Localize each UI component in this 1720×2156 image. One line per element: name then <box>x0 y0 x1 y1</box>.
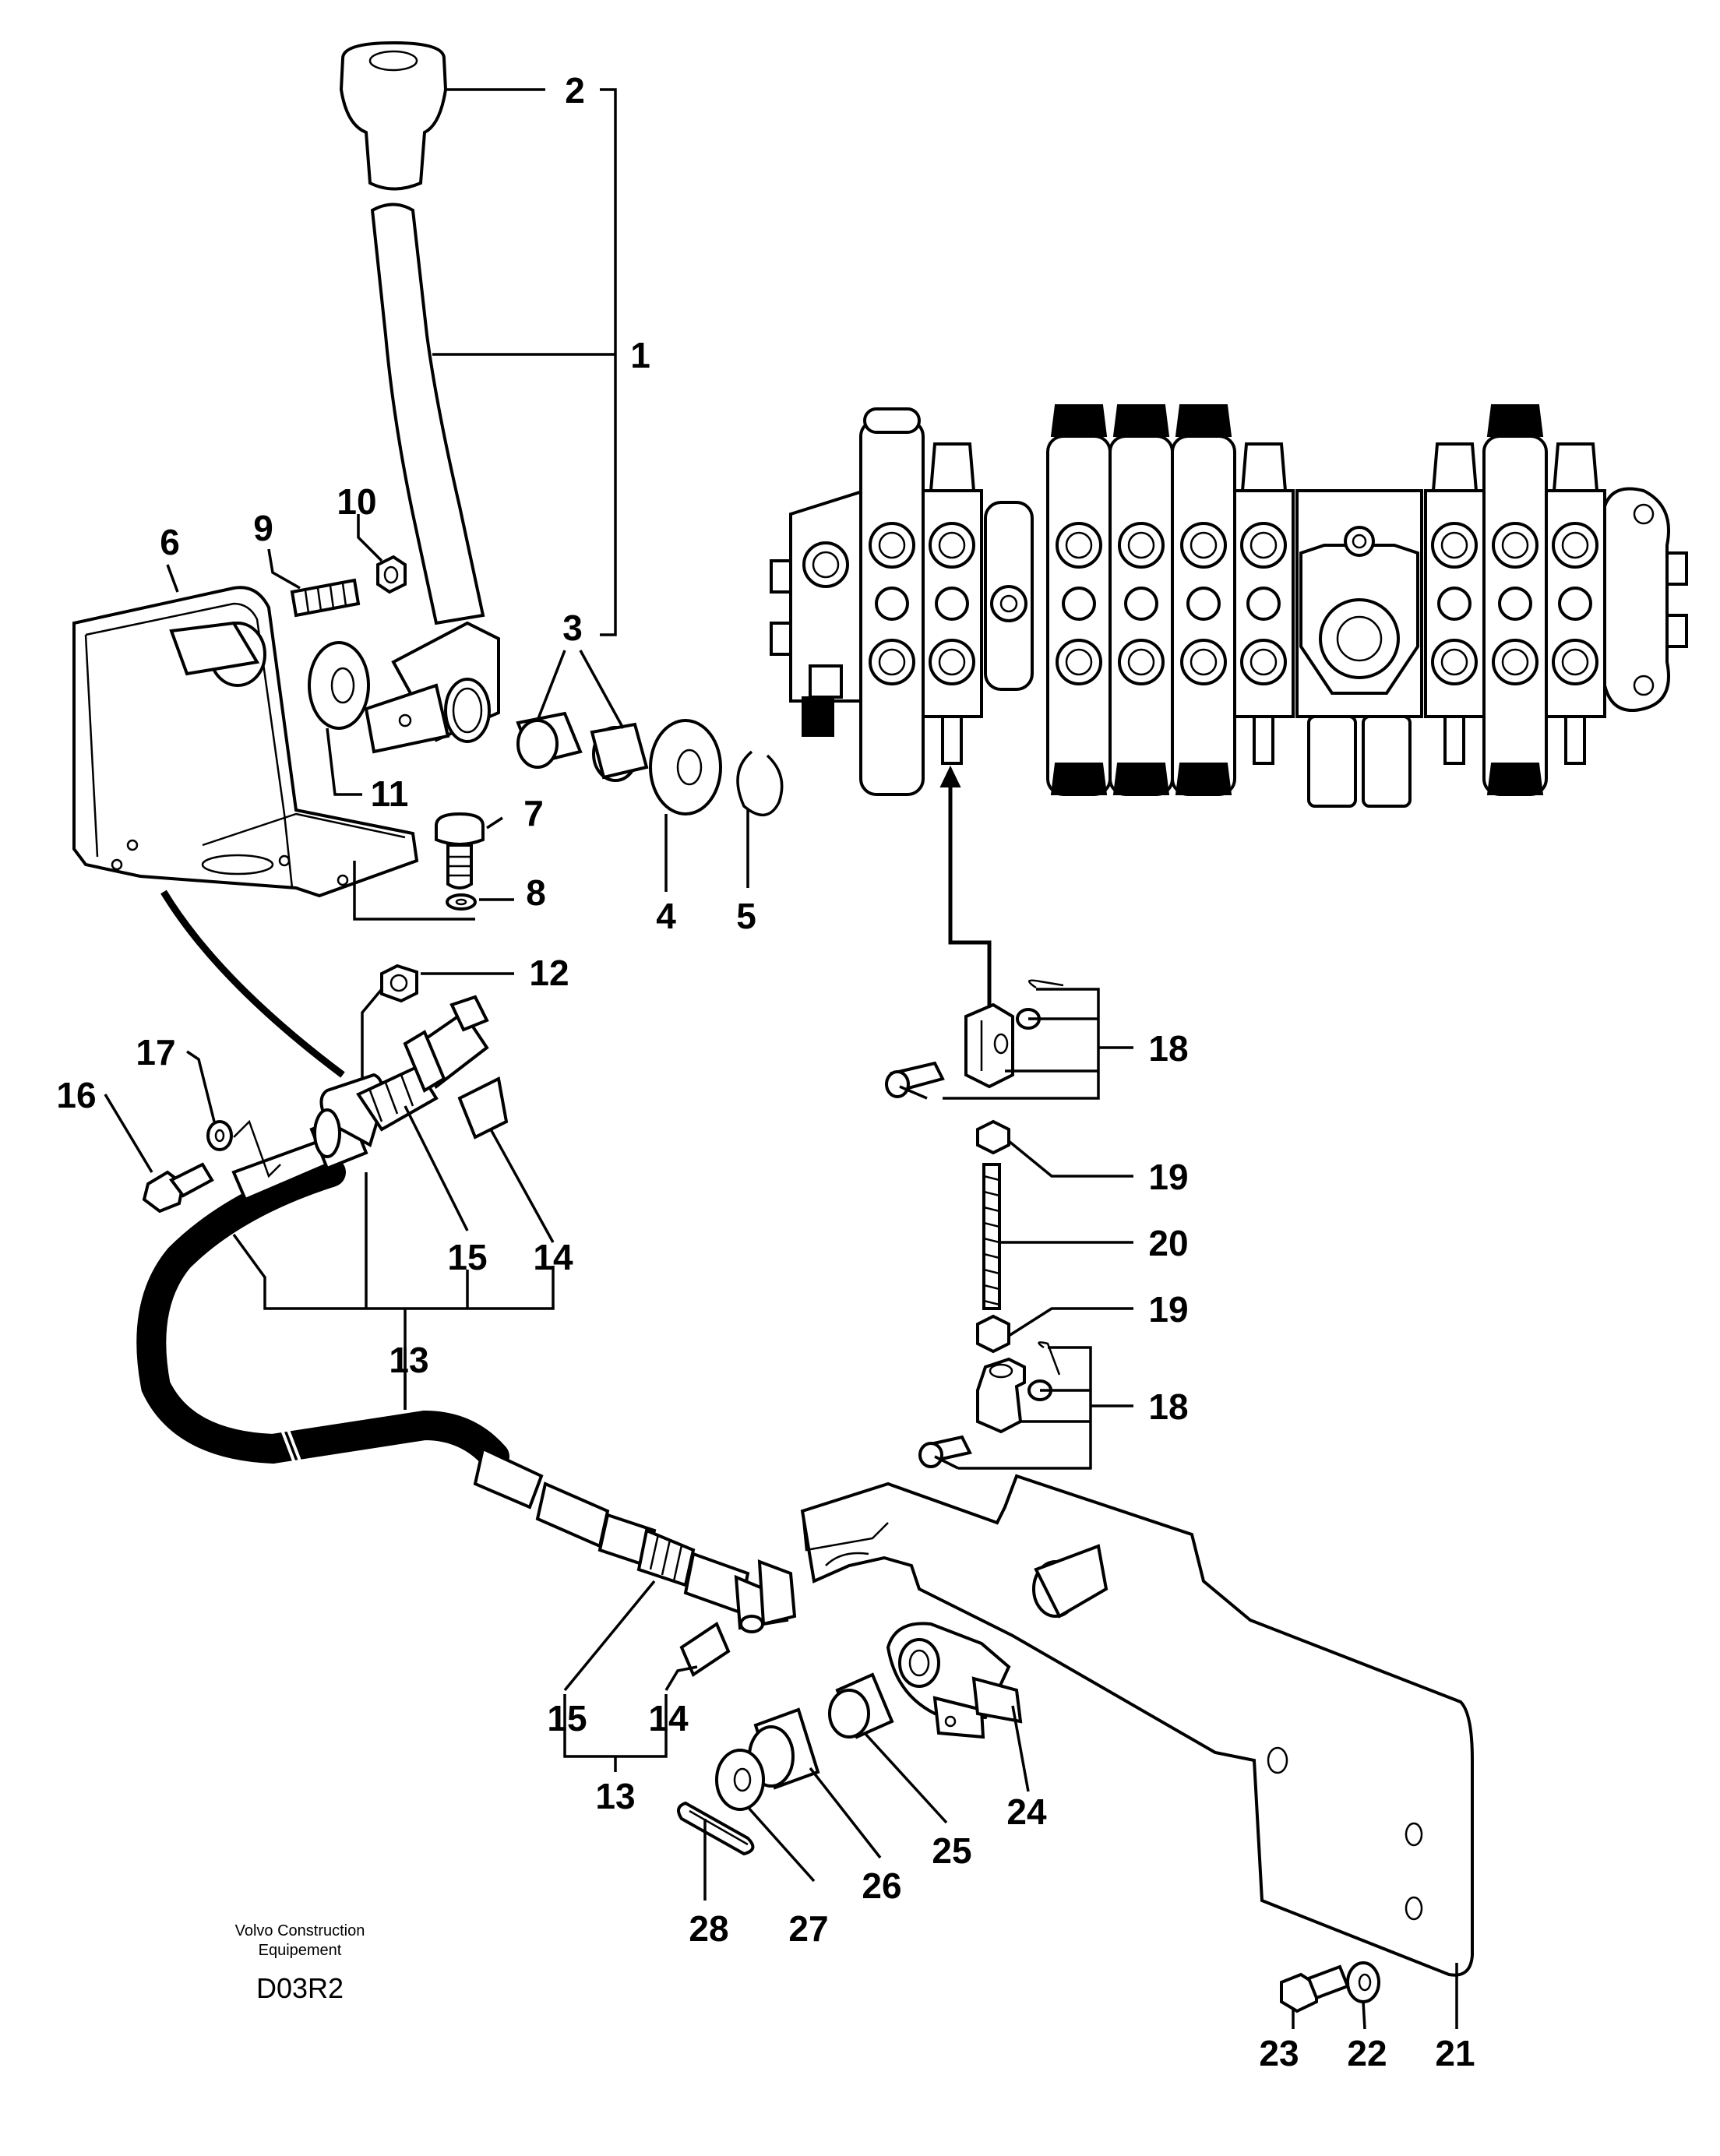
valve-section-4 <box>1108 404 1174 796</box>
washer-part-4 <box>649 719 722 816</box>
threaded-rod-part-20 <box>982 1163 1001 1310</box>
valve-section-7 <box>1424 442 1486 765</box>
valve-section-3 <box>1046 404 1112 796</box>
valve-center-plate <box>984 501 1034 691</box>
valve-inlet-section <box>1295 489 1423 808</box>
callout-13-lower: 13 <box>595 1776 635 1816</box>
drawing-footer: Volvo Construction Equipement D03R2 <box>235 1922 365 2004</box>
split-pin-part-28 <box>677 1801 755 1856</box>
callout-9: 9 <box>253 508 273 548</box>
lever-arm-part-24 <box>886 1622 1023 1739</box>
callout-28: 28 <box>689 1908 728 1949</box>
callout-21: 21 <box>1435 2033 1475 2073</box>
nut-part-19-upper <box>976 1119 1010 1155</box>
bracket-plate-part-21 <box>800 1474 1474 1977</box>
callout-13-upper: 13 <box>389 1340 428 1380</box>
callout-25: 25 <box>932 1830 971 1871</box>
mounting-bracket-part <box>72 586 419 898</box>
drawing-code: D03R2 <box>256 1972 344 2004</box>
bushing-part-25 <box>828 1672 894 1739</box>
callout-23: 23 <box>1259 2033 1299 2073</box>
callout-19-lower: 19 <box>1148 1289 1188 1330</box>
callout-3: 3 <box>562 608 583 648</box>
circlip-part-5 <box>736 750 784 816</box>
valve-section-9 <box>1545 442 1606 765</box>
callout-14-lower: 14 <box>648 1698 689 1739</box>
valve-section-8 <box>1482 404 1548 796</box>
callout-labels: 2 1 3 4 5 6 7 8 9 10 11 12 13 13 14 14 1… <box>56 70 1475 2073</box>
clevis-part-lower <box>918 1341 1061 1468</box>
callout-18-upper: 18 <box>1148 1028 1188 1069</box>
callout-14-upper: 14 <box>533 1237 573 1277</box>
leader-lines <box>104 88 1458 2030</box>
valve-section-2 <box>922 442 983 765</box>
callout-5: 5 <box>736 896 756 936</box>
washer-part-22 <box>1346 1961 1380 2003</box>
callout-15-lower: 15 <box>547 1698 587 1739</box>
bushings-part <box>516 711 649 782</box>
callout-4: 4 <box>656 896 676 936</box>
connection-arrow <box>939 765 992 1009</box>
control-valve-block <box>770 404 1688 808</box>
callout-15-upper: 15 <box>447 1237 487 1277</box>
callout-7: 7 <box>523 793 544 833</box>
washer-part-11 <box>308 641 370 730</box>
mounting-position-line <box>160 890 345 1078</box>
clevis-part-upper <box>885 979 1064 1098</box>
brand-line-2: Equipement <box>259 1942 342 1959</box>
callout-6: 6 <box>160 522 180 562</box>
washer-part-17 <box>206 1120 233 1151</box>
callout-19-upper: 19 <box>1148 1157 1188 1197</box>
callout-16: 16 <box>56 1075 96 1115</box>
spacer-part-26 <box>748 1707 820 1790</box>
control-lever-part <box>339 41 500 754</box>
valve-end-plate <box>1603 487 1688 712</box>
valve-section-6 <box>1233 442 1295 765</box>
callout-17: 17 <box>136 1032 175 1073</box>
nut-part-19-lower <box>976 1314 1010 1354</box>
screw-part-7 <box>435 812 485 890</box>
valve-section-5 <box>1171 404 1236 796</box>
brand-line-1: Volvo Construction <box>235 1922 365 1939</box>
control-cable-part <box>136 995 797 1677</box>
callout-11: 11 <box>371 773 409 814</box>
callout-12: 12 <box>529 953 569 993</box>
callout-22: 22 <box>1347 2033 1387 2073</box>
screw-part-23 <box>1280 1964 1350 2013</box>
callout-8: 8 <box>526 872 546 913</box>
callout-10: 10 <box>337 481 376 522</box>
mounting-offset-symbol <box>233 1119 281 1178</box>
washer-part-27 <box>715 1749 765 1811</box>
callout-1: 1 <box>630 335 650 375</box>
screw-part-16 <box>142 1162 214 1214</box>
callout-2: 2 <box>565 70 585 111</box>
nut-part-12 <box>380 964 418 1003</box>
callout-26: 26 <box>862 1865 901 1906</box>
callout-18-lower: 18 <box>1148 1386 1188 1427</box>
nut-part-10 <box>376 555 407 594</box>
callout-20: 20 <box>1148 1223 1188 1263</box>
callout-24: 24 <box>1006 1791 1047 1832</box>
stud-part-9 <box>290 578 361 618</box>
valve-section-1 <box>859 407 925 796</box>
washer-part-8 <box>446 893 477 911</box>
callout-27: 27 <box>788 1908 828 1949</box>
